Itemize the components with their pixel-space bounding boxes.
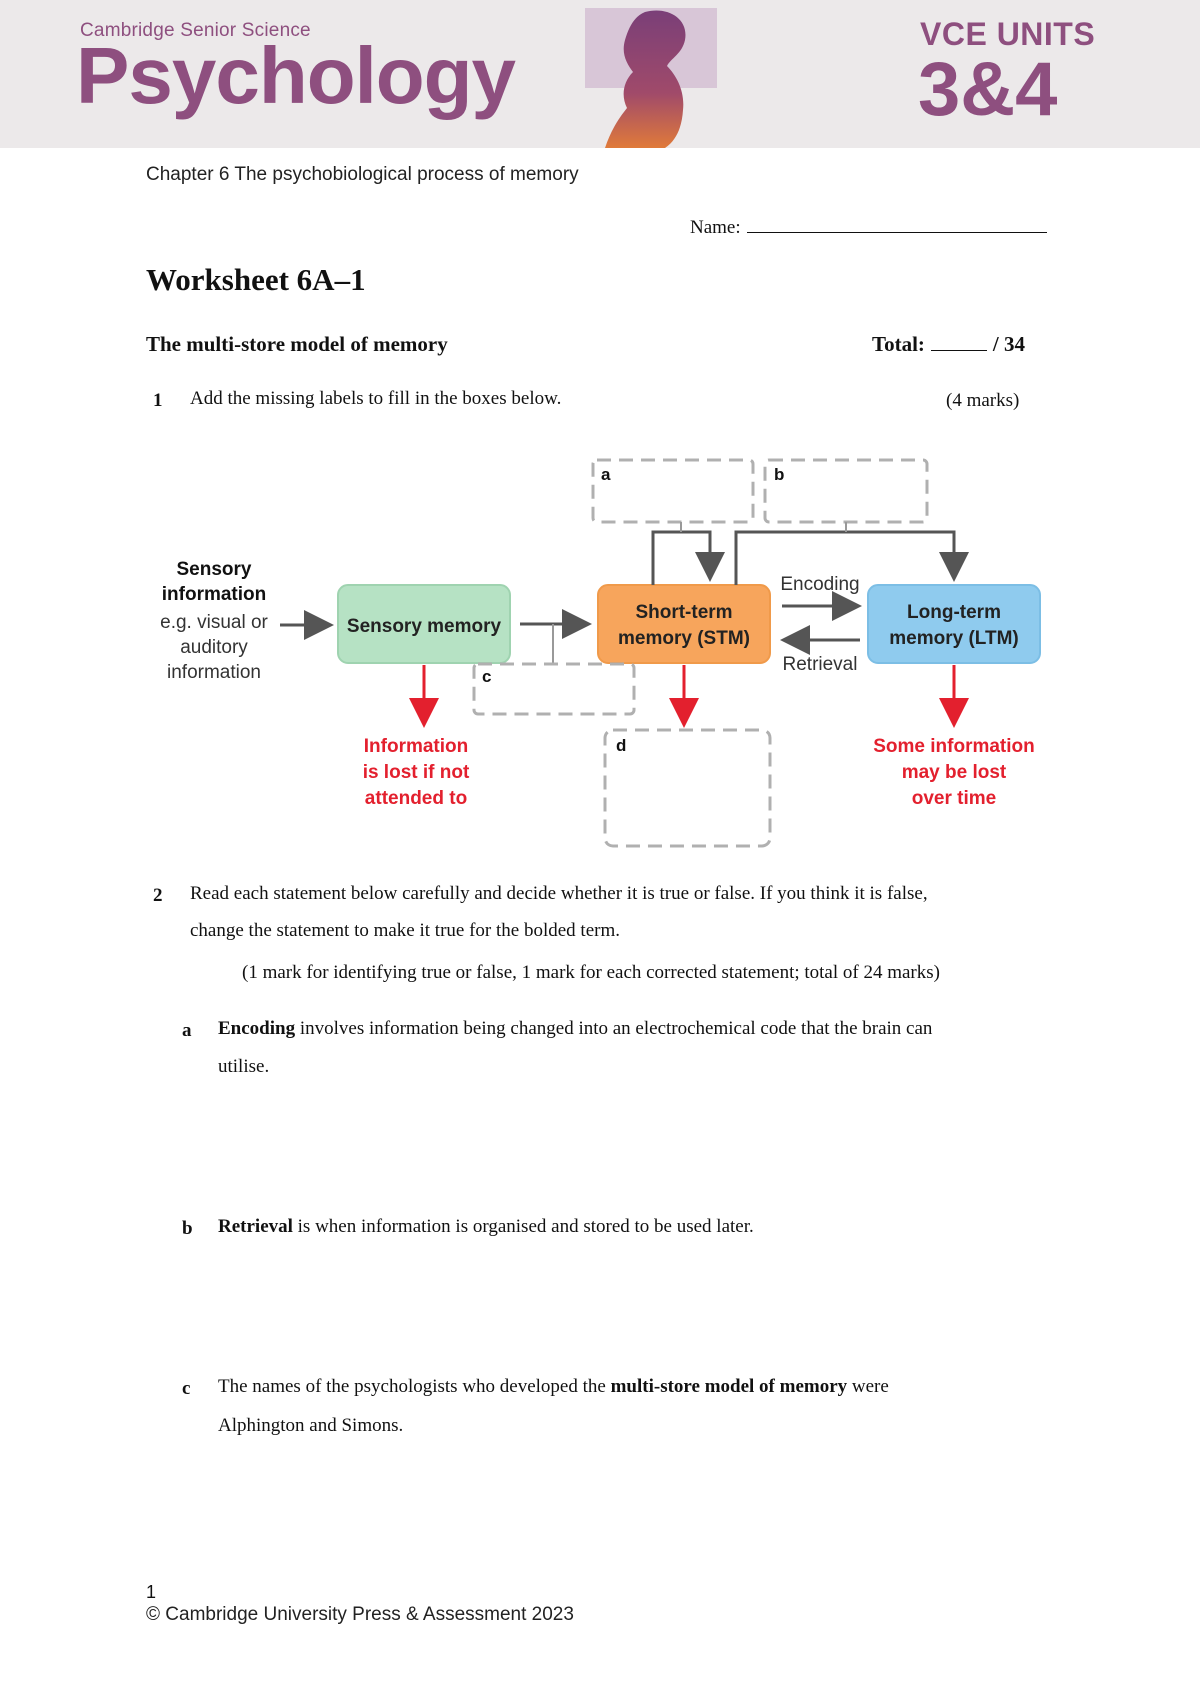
- answer-box-b-letter: b: [774, 465, 784, 484]
- question-2-text-line-1: Read each statement below carefully and …: [190, 883, 928, 904]
- item-a-bold-term: Encoding: [218, 1018, 296, 1039]
- sensory-memory-box: [337, 584, 511, 664]
- item-c-letter: c: [182, 1378, 191, 1399]
- total-blank[interactable]: [930, 334, 987, 351]
- input-label-line-1: Sensory: [177, 559, 252, 580]
- item-b-text: Retrieval is when information is organis…: [218, 1208, 1098, 1246]
- ltm-loss-line-1: Some information: [873, 736, 1035, 757]
- item-c-pre: The names of the psychologists who devel…: [218, 1376, 611, 1397]
- sensory-memory-label: Sensory memory: [347, 616, 502, 637]
- ltm-label-line-2: memory (LTM): [889, 628, 1018, 649]
- name-label: Name:: [690, 217, 741, 238]
- answer-box-b[interactable]: [763, 458, 929, 524]
- sensory-loss-line-2: is lost if not: [363, 762, 470, 783]
- total-max: / 34: [992, 332, 1025, 356]
- input-label-line-2: information: [162, 584, 267, 605]
- ltm-loss-line-3: over time: [912, 788, 996, 809]
- item-b-letter: b: [182, 1218, 193, 1239]
- answer-box-c[interactable]: [472, 662, 636, 716]
- page-number: 1: [146, 1582, 157, 1602]
- input-example-line-2: auditory: [180, 637, 248, 658]
- series-title: Cambridge Senior Science: [80, 20, 311, 41]
- question-2-text-line-2: change the statement to make it true for…: [190, 920, 620, 941]
- encoding-label: Encoding: [780, 574, 859, 595]
- item-c-rest-1: were: [847, 1376, 889, 1397]
- item-a-letter: a: [182, 1020, 192, 1041]
- answer-box-d-letter: d: [616, 736, 626, 755]
- name-field[interactable]: Name:: [690, 214, 1047, 239]
- item-c-text-line-2: Alphington and Simons.: [218, 1415, 404, 1436]
- input-example-line-3: information: [167, 662, 261, 683]
- stm-box: [597, 584, 771, 664]
- sensory-loss-line-1: Information: [364, 736, 469, 757]
- ltm-box: [867, 584, 1041, 664]
- units-number: 3&4: [918, 47, 1058, 132]
- item-c-text: The names of the psychologists who devel…: [218, 1368, 1098, 1406]
- question-2-number: 2: [153, 885, 163, 906]
- sensory-loss-line-3: attended to: [365, 788, 467, 809]
- multi-store-model-diagram: Sensory information e.g. visual or audit…: [160, 458, 1041, 848]
- cover-illustration: [585, 8, 717, 148]
- copyright: © Cambridge University Press & Assessmen…: [146, 1604, 574, 1625]
- brand-title: Psychology: [76, 31, 516, 120]
- worksheet-title: Worksheet 6A–1: [146, 262, 366, 297]
- stm-label-line-1: Short-term: [635, 602, 732, 623]
- ltm-loss-line-2: may be lost: [902, 762, 1007, 783]
- item-a-rest-1: involves information being changed into …: [295, 1018, 933, 1039]
- name-line[interactable]: [746, 214, 1047, 233]
- total-score: Total: / 34: [872, 332, 1025, 357]
- item-a-text: Encoding involves information being chan…: [218, 1010, 1098, 1048]
- item-a-text-line-2: utilise.: [218, 1056, 270, 1077]
- total-label: Total:: [872, 332, 925, 356]
- ltm-label-line-1: Long-term: [907, 602, 1001, 623]
- question-1-marks: (4 marks): [946, 390, 1020, 411]
- item-c-bold-term: multi-store model of memory: [610, 1376, 848, 1397]
- answer-box-c-letter: c: [482, 667, 491, 686]
- rehearsal-loop-arrow: [651, 530, 725, 585]
- answer-box-a-letter: a: [601, 465, 611, 484]
- units-label: VCE UNITS: [920, 16, 1096, 52]
- header-banner: Cambridge Senior Science Psychology VCE …: [0, 0, 1200, 148]
- input-example-line-1: e.g. visual or: [160, 612, 268, 633]
- stm-label-line-2: memory (STM): [618, 628, 750, 649]
- chapter-heading: Chapter 6 The psychobiological process o…: [146, 164, 579, 185]
- item-b-bold-term: Retrieval: [218, 1216, 293, 1237]
- question-2-marks: (1 mark for identifying true or false, 1…: [242, 962, 940, 983]
- question-1-text: Add the missing labels to fill in the bo…: [190, 388, 562, 409]
- retrieval-label: Retrieval: [783, 654, 858, 675]
- answer-box-d[interactable]: [603, 728, 772, 848]
- answer-box-a[interactable]: [591, 458, 755, 524]
- question-1-number: 1: [153, 390, 163, 411]
- worksheet-subtitle: The multi-store model of memory: [146, 332, 448, 356]
- item-b-rest-1: is when information is organised and sto…: [292, 1216, 754, 1237]
